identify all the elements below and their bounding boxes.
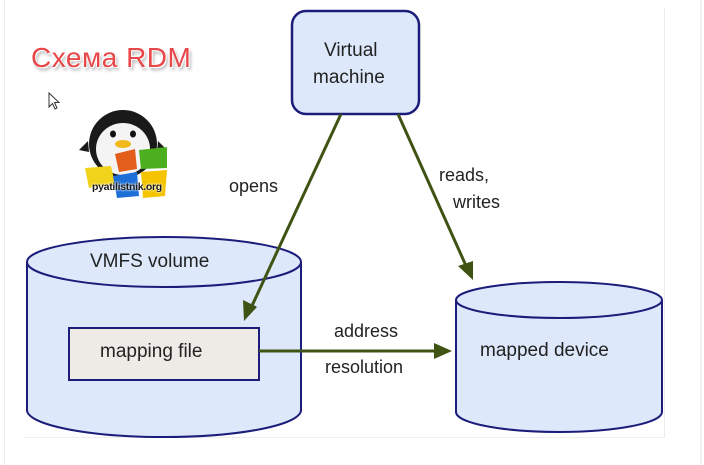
page-title: Схема RDM — [31, 42, 192, 73]
virtual-machine-label-line2: machine — [313, 67, 385, 88]
vmfs-volume-label: VMFS volume — [90, 251, 210, 272]
address-resolution-label-line2: resolution — [325, 357, 404, 377]
reads-writes-arrow — [396, 113, 469, 269]
mapped-device-node — [455, 281, 663, 433]
address-resolution-label-line1: address — [334, 321, 399, 341]
mapping-file-node — [68, 327, 260, 381]
reads-writes-label-line1: reads, — [439, 165, 490, 185]
reads-writes-label-line2: writes — [453, 192, 501, 212]
left-border — [4, 0, 5, 465]
mouse-cursor-icon — [48, 92, 61, 110]
reads-writes-arrowhead — [458, 261, 473, 280]
mapped-device-label: mapped device — [480, 340, 609, 361]
logo-text: pyatilistnik.org — [92, 181, 162, 193]
address-resolution-arrowhead — [434, 343, 452, 359]
frame-right-border — [664, 8, 665, 438]
virtual-machine-node — [290, 9, 421, 116]
opens-label: opens — [229, 176, 279, 196]
penguin-windows-logo-icon — [79, 110, 167, 198]
opens-arrowhead — [243, 300, 257, 321]
virtual-machine-label-line1: Virtual — [324, 40, 378, 61]
mapping-file-label: mapping file — [100, 341, 203, 362]
frame-bottom-border — [24, 437, 664, 438]
opens-arrow — [248, 113, 343, 312]
page-right-border — [700, 0, 702, 465]
